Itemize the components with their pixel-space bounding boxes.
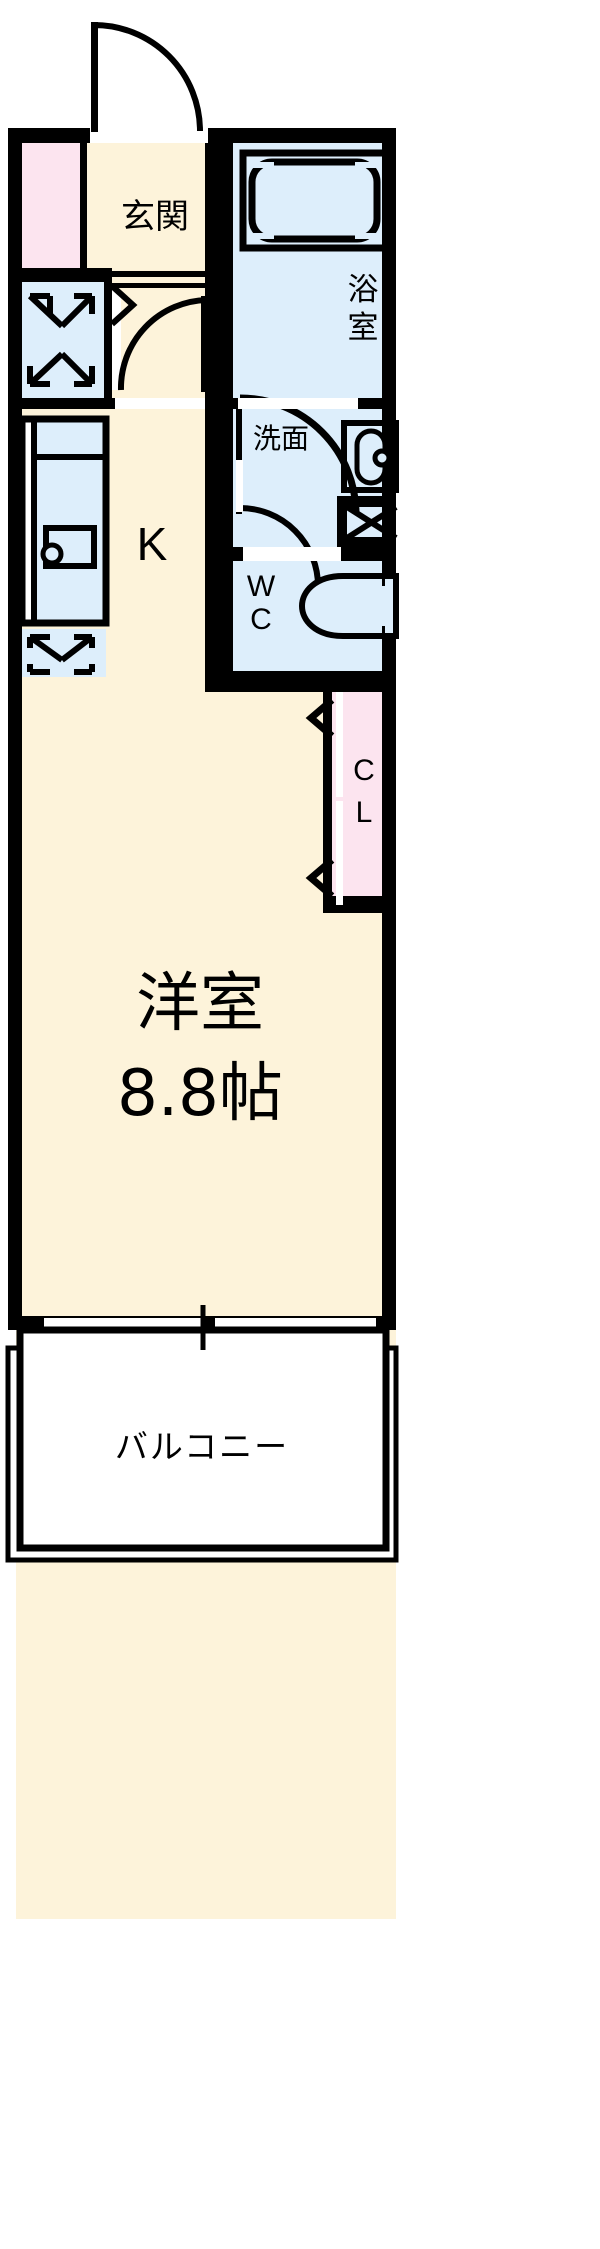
fixtures <box>5 149 399 1563</box>
vanity-cabinet <box>341 420 399 493</box>
bath-door-leaf <box>236 398 242 514</box>
closet-door-panel-top <box>336 692 343 797</box>
lower-storage-arrows <box>27 634 95 675</box>
label-closet-l1: C <box>353 754 375 787</box>
opening-balcony-window-right <box>215 1318 376 1327</box>
opening-wc-door <box>243 547 341 561</box>
opening-genkan-inner <box>112 290 121 390</box>
front-door-leaf <box>91 22 98 132</box>
label-yoshitsu: 洋室 <box>136 967 264 1041</box>
opening-bath-door <box>238 398 358 409</box>
wall-shoebox-divider <box>80 143 87 269</box>
bathtub-outer <box>239 149 390 252</box>
bathtub-notch-top <box>252 162 274 168</box>
label-balcony: バルコニー <box>115 1427 289 1466</box>
genkan-inner-door-leaf <box>201 296 207 392</box>
genkan-step-line-2 <box>111 283 205 288</box>
toilet-tank <box>385 573 399 639</box>
bathtub-notch-bottom-right <box>355 233 377 239</box>
wall-right-room <box>382 905 396 1330</box>
wall-meterbox-bottom <box>337 537 396 548</box>
wall-storage-bottom <box>8 268 107 282</box>
meterbox-x-2 <box>345 504 398 541</box>
genkan-inner-door-arc <box>117 297 208 391</box>
kitchen-counter-outline <box>18 415 110 627</box>
bathtub-basin <box>248 158 381 243</box>
label-yoshitsu-area: 8.8帖 <box>117 1057 283 1131</box>
label-kitchen: K <box>137 518 168 570</box>
front-door-swing-arc <box>91 21 203 132</box>
room-fill-genkan <box>87 143 205 271</box>
label-wc-l2: C <box>250 603 272 636</box>
opening-hall-door <box>115 398 205 409</box>
wall-right-closet <box>382 683 396 913</box>
opening-senmen-door <box>236 460 243 512</box>
room-fill-shoe-storage <box>22 143 80 268</box>
wall-left <box>8 128 22 1330</box>
vanity-faucet <box>372 448 392 468</box>
wall-genkan-hall-left <box>104 268 112 398</box>
wall-hall-wet <box>205 409 233 677</box>
label-yokushitsu-l2: 室 <box>348 310 379 346</box>
closet-door-track <box>325 692 331 905</box>
kitchen-faucet <box>40 542 64 566</box>
wall-wc-bottom <box>205 671 396 692</box>
label-yokushitsu: 浴室 <box>348 272 379 346</box>
label-senmen: 洗面 <box>253 422 309 455</box>
label-wc-l1: W <box>247 570 276 603</box>
label-yokushitsu-l1: 浴 <box>348 272 379 308</box>
closet-door-panel-bottom <box>336 801 343 905</box>
label-genkan: 玄関 <box>121 197 189 237</box>
wall-closet-bottom <box>323 896 396 913</box>
label-closet-l2: L <box>356 796 373 829</box>
wall-genkan-bath <box>205 143 233 398</box>
bathtub-notch-bottom <box>252 233 274 239</box>
opening-front-door-leaf <box>90 132 208 140</box>
bathtub-notch-top-right <box>355 162 377 168</box>
senmen-door-arc <box>239 505 321 587</box>
upper-storage-arrows <box>27 293 95 387</box>
room-fill-yoshitsu-right <box>16 905 396 1349</box>
toilet-bowl <box>299 573 388 639</box>
genkan-folding-chevron <box>109 283 138 327</box>
opening-balcony-window-left <box>44 1318 205 1327</box>
room-fill-genkan-hall <box>111 271 205 398</box>
wall-meterbox-left <box>337 496 347 548</box>
genkan-step-line <box>111 271 205 277</box>
balcony-rail <box>16 1326 390 1552</box>
wall-meterbox-top <box>337 496 396 507</box>
